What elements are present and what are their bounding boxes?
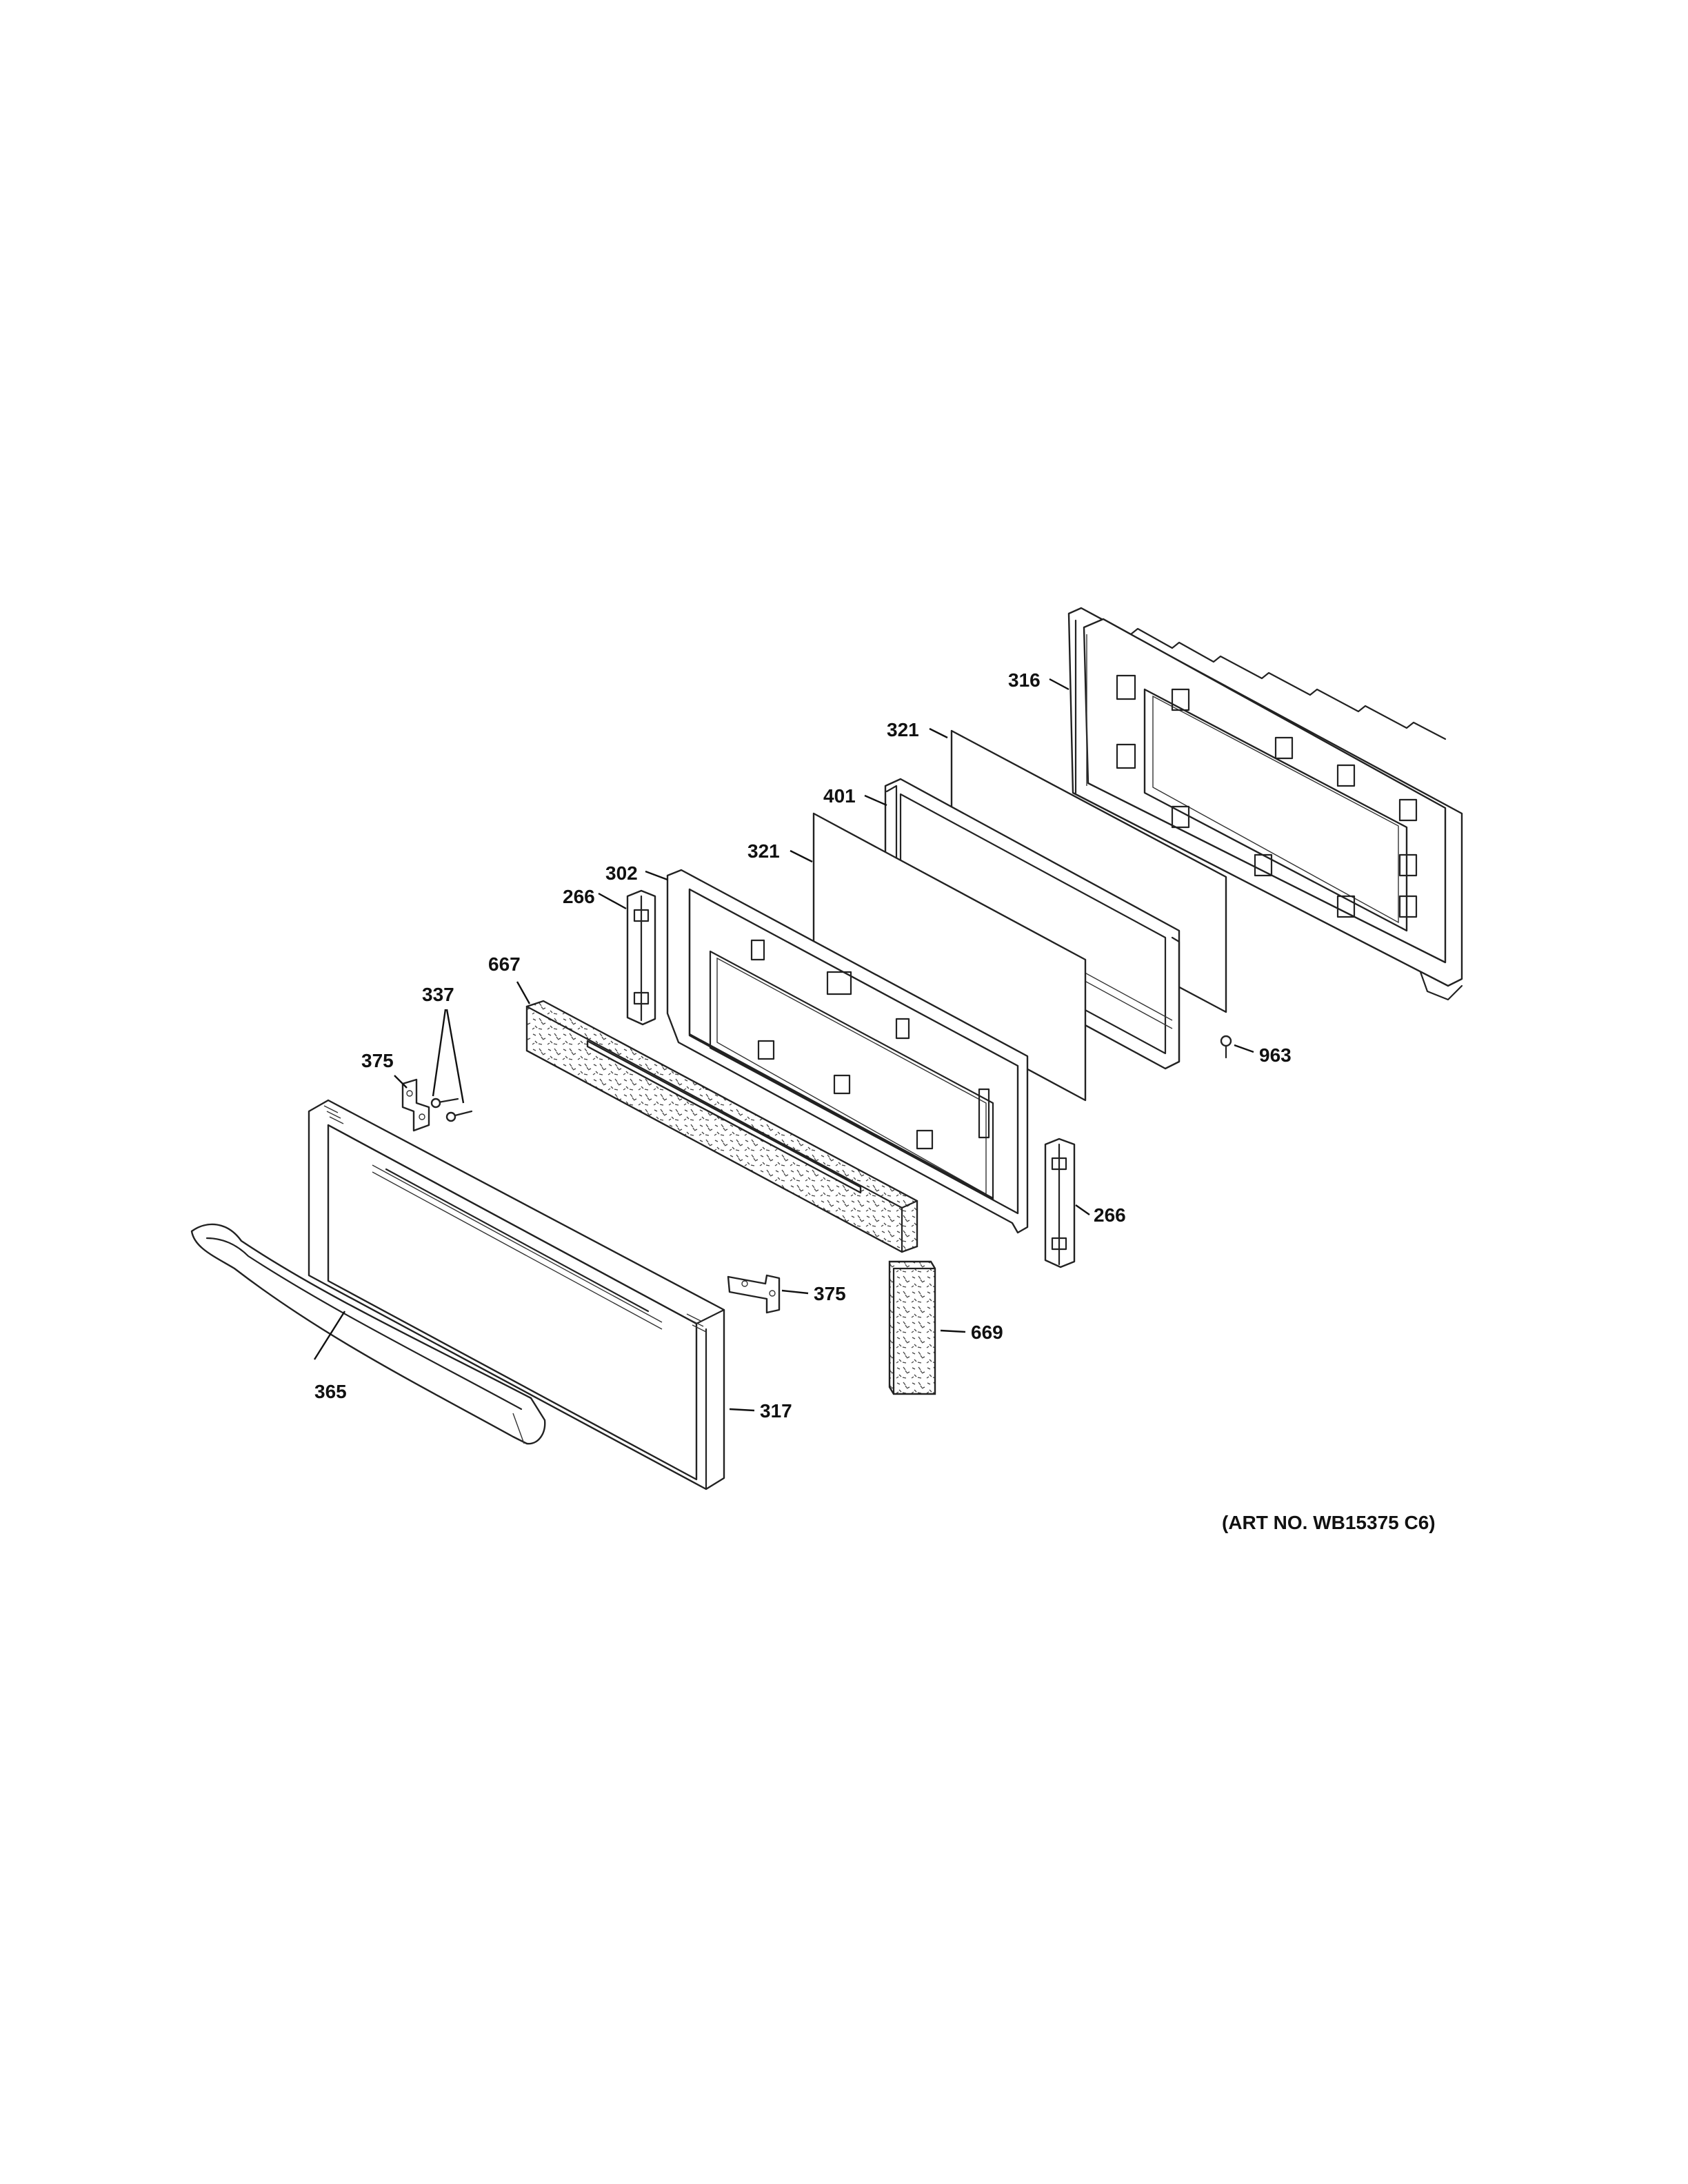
insulation-667: [525, 1000, 918, 1253]
screw-963: [1220, 1035, 1232, 1059]
art-number-caption: (ART NO. WB15375 C6): [1222, 1512, 1436, 1533]
screws-337: [430, 1098, 473, 1122]
callout-317: 317: [760, 1400, 792, 1422]
callout-401: 401: [823, 785, 856, 807]
callout-321-rear: 321: [887, 719, 919, 740]
callout-375-left: 375: [361, 1050, 394, 1071]
callout-375-right: 375: [814, 1283, 846, 1304]
outer-door-panel-317: [308, 1099, 725, 1490]
callout-266-right: 266: [1094, 1204, 1126, 1226]
inner-door-panel-316: [1067, 607, 1463, 1001]
bracket-375-left: [401, 1078, 430, 1132]
leader-lines: [313, 678, 1254, 1412]
door-liner-302: [666, 869, 1029, 1234]
insulation-669: [888, 1260, 936, 1395]
callout-302: 302: [605, 862, 638, 884]
callout-667: 667: [488, 953, 521, 975]
callout-365: 365: [314, 1381, 347, 1402]
bracket-375-right: [727, 1274, 781, 1314]
callout-669: 669: [971, 1322, 1003, 1343]
callout-321-front: 321: [747, 840, 780, 862]
glass-panel-321-front: [812, 812, 1087, 1102]
callout-963: 963: [1259, 1044, 1292, 1066]
hinge-channel-266-right: [1044, 1138, 1076, 1268]
hinge-channel-266-left: [626, 889, 656, 1026]
door-handle-365: [190, 1223, 546, 1445]
callout-labels: 316 321 401 321 302 266 667 337 375 963 …: [314, 669, 1292, 1422]
callout-266-left: 266: [563, 886, 595, 907]
callout-316: 316: [1008, 669, 1041, 691]
callout-337: 337: [422, 984, 454, 1005]
